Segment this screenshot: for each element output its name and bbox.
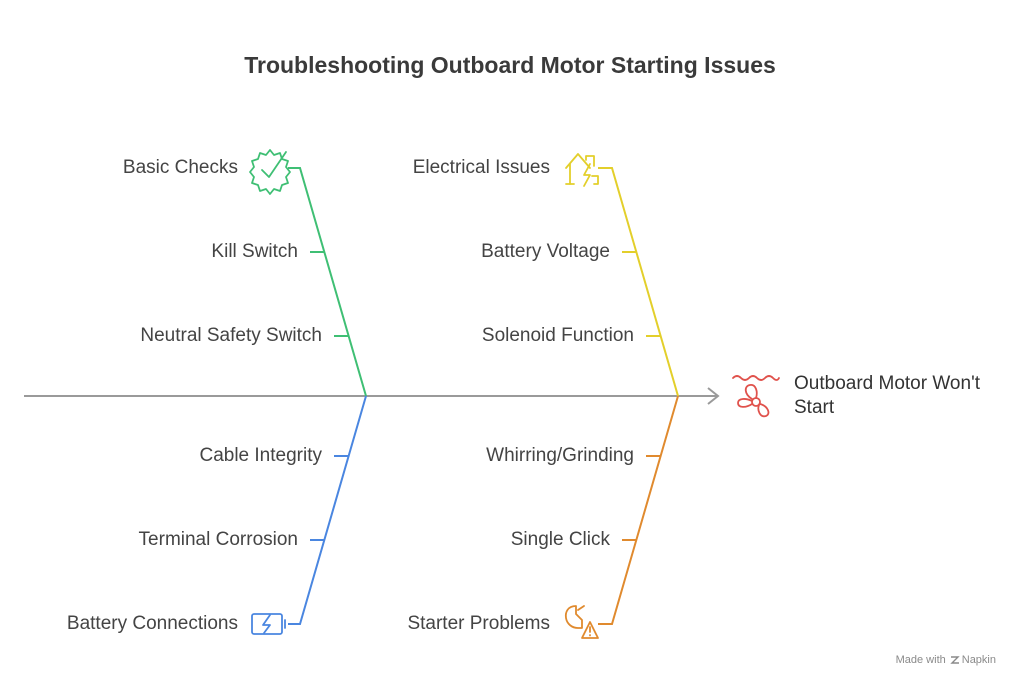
- gear-check-icon: [249, 149, 291, 195]
- category-label-battery-connections: Battery Connections: [66, 613, 238, 634]
- cause-label-terminal-corrosion: Terminal Corrosion: [138, 529, 298, 550]
- cause-label-solenoid-function: Solenoid Function: [481, 325, 634, 346]
- napkin-brand: Napkin: [950, 654, 996, 666]
- napkin-brand-text: Napkin: [961, 654, 996, 666]
- category-label-electrical-issues: Electrical Issues: [412, 157, 550, 178]
- made-with-napkin-footer[interactable]: Made with Napkin: [896, 654, 996, 666]
- cause-label-whirring-grinding: Whirring/Grinding: [486, 445, 634, 466]
- effect-label: Outboard Motor Won't Start: [794, 373, 980, 418]
- cause-label-battery-voltage: Battery Voltage: [481, 241, 610, 262]
- made-with-text: Made with: [895, 654, 946, 666]
- bone-battery-connections: [288, 395, 367, 625]
- cause-label-single-click: Single Click: [510, 529, 610, 550]
- diagram-title: Troubleshooting Outboard Motor Starting …: [244, 52, 776, 78]
- bone-electrical-issues: [598, 167, 679, 397]
- category-label-basic-checks: Basic Checks: [122, 157, 238, 178]
- boat-propeller-icon: [732, 375, 780, 418]
- cause-label-cable-integrity: Cable Integrity: [199, 445, 322, 466]
- battery-charge-icon: [251, 613, 286, 635]
- napkin-logo-icon: [950, 656, 960, 664]
- bone-basic-checks: [288, 167, 367, 397]
- engine-warning-icon: [564, 605, 599, 639]
- category-label-starter-problems: Starter Problems: [407, 613, 550, 634]
- bone-starter-problems: [598, 395, 679, 625]
- spine-arrowhead: [707, 387, 720, 405]
- house-lightning-icon: [565, 153, 599, 187]
- cause-label-neutral-safety-switch: Neutral Safety Switch: [140, 325, 322, 346]
- cause-label-kill-switch: Kill Switch: [211, 241, 298, 262]
